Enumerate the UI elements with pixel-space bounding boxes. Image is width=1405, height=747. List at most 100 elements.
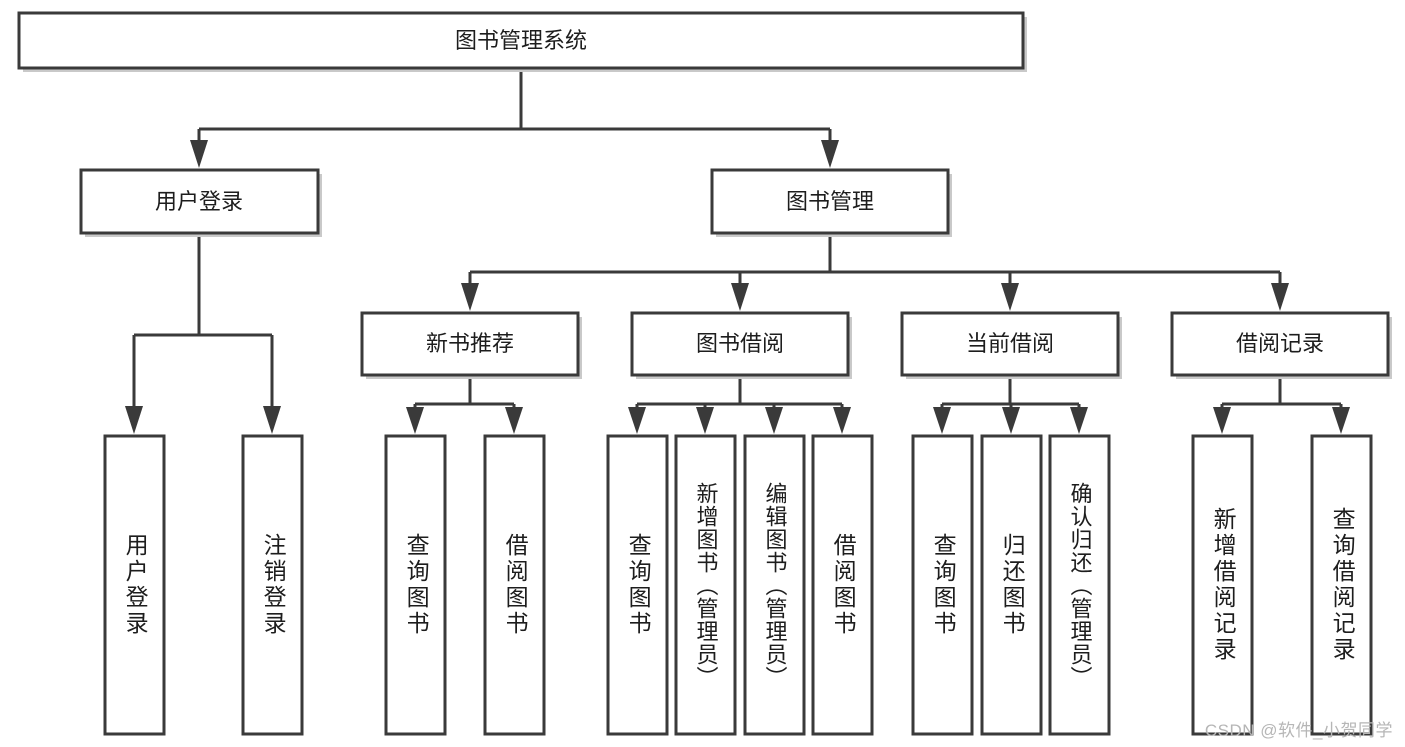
node-leaf-borrow-book-newbooks[interactable]: 借阅图书 (483, 434, 546, 736)
leaf-2-label: 查询图书 (403, 533, 430, 637)
arrow-head-leaf-add-record (1213, 407, 1231, 434)
root-label: 图书管理系统 (455, 28, 587, 53)
leaf-3-label: 借阅图书 (502, 533, 529, 637)
leaf-4-text-wrap: 查询图书 (625, 533, 652, 637)
node-level1-book-management[interactable]: 图书管理 (710, 168, 952, 237)
arrow-head-leaf-query-record (1332, 407, 1350, 434)
arrow-head-leaf-confirm-return (1070, 407, 1088, 434)
level2-1-label: 图书借阅 (696, 331, 784, 356)
leaf-9-box (980, 434, 1043, 736)
connector-group-root (190, 68, 839, 168)
leaf-0-text-wrap: 用户登录 (122, 533, 149, 637)
node-leaf-user-login[interactable]: 用户登录 (103, 434, 166, 736)
leaf-12-box (1310, 434, 1373, 736)
arrow-head-leaf-query-book-1 (406, 407, 424, 434)
leaf-4-label: 查询图书 (625, 533, 652, 637)
arrow-head-leaf-user-login (125, 406, 143, 434)
connector-group-current-borrow (933, 375, 1088, 434)
level2-2-label: 当前借阅 (966, 331, 1054, 356)
node-leaf-query-book-newbooks[interactable]: 查询图书 (384, 434, 447, 736)
node-level2-borrow-record[interactable]: 借阅记录 (1170, 311, 1392, 379)
leaf-8-label: 查询图书 (930, 533, 957, 637)
node-leaf-query-borrow-record[interactable]: 查询借阅记录 (1310, 434, 1373, 736)
leaf-11-text-wrap: 新增借阅记录 (1210, 507, 1237, 663)
leaf-12-label: 查询借阅记录 (1329, 507, 1356, 663)
leaf-5-label: 新增图书（管理员） (693, 481, 719, 689)
leaf-0-label: 用户登录 (122, 533, 149, 637)
leaf-7-label: 借阅图书 (830, 533, 857, 637)
leaf-9-label: 归还图书 (999, 533, 1026, 637)
level2-3-label: 借阅记录 (1236, 331, 1324, 356)
node-level2-new-books[interactable]: 新书推荐 (360, 311, 582, 379)
node-leaf-edit-book-admin[interactable]: 编辑图书（管理员） (743, 434, 806, 736)
leaf-11-label: 新增借阅记录 (1210, 507, 1237, 663)
arrow-head-leaf-return-book (1002, 407, 1020, 434)
leaf-1-box (241, 434, 304, 736)
level2-3-box (1170, 311, 1390, 377)
arrow-head-book-mgmt (821, 140, 839, 168)
node-leaf-query-book-borrow[interactable]: 查询图书 (606, 434, 669, 736)
leaf-6-label: 编辑图书（管理员） (762, 481, 788, 689)
arrow-head-new-books (461, 283, 479, 311)
leaf-2-box (384, 434, 447, 736)
leaf-0-box (103, 434, 166, 736)
node-leaf-add-borrow-record[interactable]: 新增借阅记录 (1191, 434, 1254, 736)
leaf-1-label: 注销登录 (260, 533, 287, 637)
leaf-11-box (1191, 434, 1254, 736)
connector-group-new-books (406, 375, 523, 434)
leaf-5-text-wrap: 新增图书（管理员） (693, 481, 719, 689)
arrow-head-book-borrow (731, 283, 749, 311)
node-leaf-borrow-book-borrow[interactable]: 借阅图书 (811, 434, 874, 736)
leaf-5-box (674, 434, 737, 736)
node-leaf-return-book[interactable]: 归还图书 (980, 434, 1043, 736)
connector-group-book-management (461, 233, 1289, 311)
root-box (17, 11, 1025, 70)
leaf-1-text-wrap: 注销登录 (260, 533, 287, 637)
node-leaf-add-book-admin[interactable]: 新增图书（管理员） (674, 434, 737, 736)
level2-1-box (630, 311, 850, 377)
leaf-2-text-wrap: 查询图书 (403, 533, 430, 637)
leaf-8-text-wrap: 查询图书 (930, 533, 957, 637)
arrow-head-current-borrow (1001, 283, 1019, 311)
level1-0-label: 用户登录 (155, 189, 243, 214)
node-level2-current-borrow[interactable]: 当前借阅 (900, 311, 1122, 379)
leaf-8-box (911, 434, 974, 736)
arrow-head-leaf-logout (263, 406, 281, 434)
arrow-head-leaf-add-book (696, 407, 714, 434)
arrow-head-user-login (190, 140, 208, 168)
arrow-head-leaf-borrow-book-2 (833, 407, 851, 434)
node-level1-user-login[interactable]: 用户登录 (79, 168, 322, 237)
node-root-system[interactable]: 图书管理系统 (17, 11, 1027, 72)
arrow-head-leaf-edit-book (765, 407, 783, 434)
leaf-7-box (811, 434, 874, 736)
leaf-3-text-wrap: 借阅图书 (502, 533, 529, 637)
leaf-10-box (1048, 434, 1111, 736)
leaf-4-box (606, 434, 669, 736)
level2-0-box (360, 311, 580, 377)
leaf-12-text-wrap: 查询借阅记录 (1329, 507, 1356, 663)
arrow-head-leaf-borrow-book-1 (505, 407, 523, 434)
level1-1-box (710, 168, 950, 235)
leaf-9-text-wrap: 归还图书 (999, 533, 1026, 637)
leaf-6-box (743, 434, 806, 736)
node-leaf-logout[interactable]: 注销登录 (241, 434, 304, 736)
leaf-7-text-wrap: 借阅图书 (830, 533, 857, 637)
leaf-10-label: 确认归还（管理员） (1067, 481, 1093, 689)
node-leaf-query-book-current[interactable]: 查询图书 (911, 434, 974, 736)
leaf-6-text-wrap: 编辑图书（管理员） (762, 481, 788, 689)
level1-1-label: 图书管理 (786, 189, 874, 214)
leaf-3-box (483, 434, 546, 736)
connector-group-user-login (125, 233, 281, 434)
arrow-head-borrow-record (1271, 283, 1289, 311)
node-level2-book-borrow[interactable]: 图书借阅 (630, 311, 852, 379)
node-leaf-confirm-return-admin[interactable]: 确认归还（管理员） (1048, 434, 1111, 736)
connector-group-book-borrow (628, 375, 851, 434)
arrow-head-leaf-query-book-3 (933, 407, 951, 434)
level2-0-label: 新书推荐 (426, 331, 514, 356)
connector-group-borrow-record (1213, 375, 1350, 434)
level2-2-box (900, 311, 1120, 377)
leaf-10-text-wrap: 确认归还（管理员） (1067, 481, 1093, 689)
arrow-head-leaf-query-book-2 (628, 407, 646, 434)
